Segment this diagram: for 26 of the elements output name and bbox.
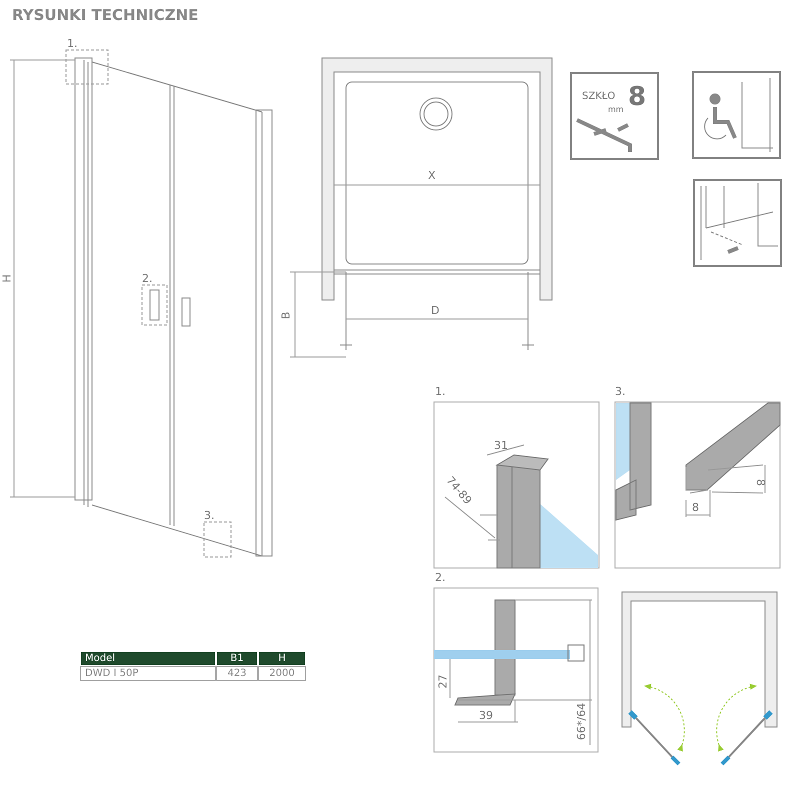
icon-text: mm (608, 106, 624, 114)
dimension-label: 31 (494, 440, 508, 451)
table-header-cell: H (258, 651, 306, 666)
dimension-label: 27 (438, 674, 448, 688)
dimension-label: 66*/64 (576, 702, 588, 740)
table-header-cell: Model (80, 651, 216, 666)
dimension-label: H (2, 274, 13, 283)
table-header-cell: B1 (216, 651, 258, 666)
icon-text: 8 (628, 84, 646, 110)
table-cell: 423 (216, 666, 258, 681)
callout-number: 2. (142, 273, 152, 284)
dimension-label: D (431, 305, 440, 316)
dimension-label: 39 (479, 710, 493, 721)
callout-number: 1. (67, 38, 78, 49)
callout-number: 1. (435, 386, 446, 397)
table-cell: DWD I 50P (80, 666, 216, 681)
callout-number: 3. (615, 386, 626, 397)
dimension-label: 8 (692, 502, 699, 513)
callout-number: 3. (204, 510, 214, 521)
table-cell: 2000 (258, 666, 306, 681)
page-title: RYSUNKI TECHNICZNE (12, 8, 198, 23)
callout-number: 2. (435, 572, 446, 583)
dimension-label: 8 (755, 479, 766, 486)
icon-text: SZKŁO (582, 92, 616, 102)
dimension-label: X (428, 170, 436, 181)
dimension-label: B (280, 312, 292, 320)
